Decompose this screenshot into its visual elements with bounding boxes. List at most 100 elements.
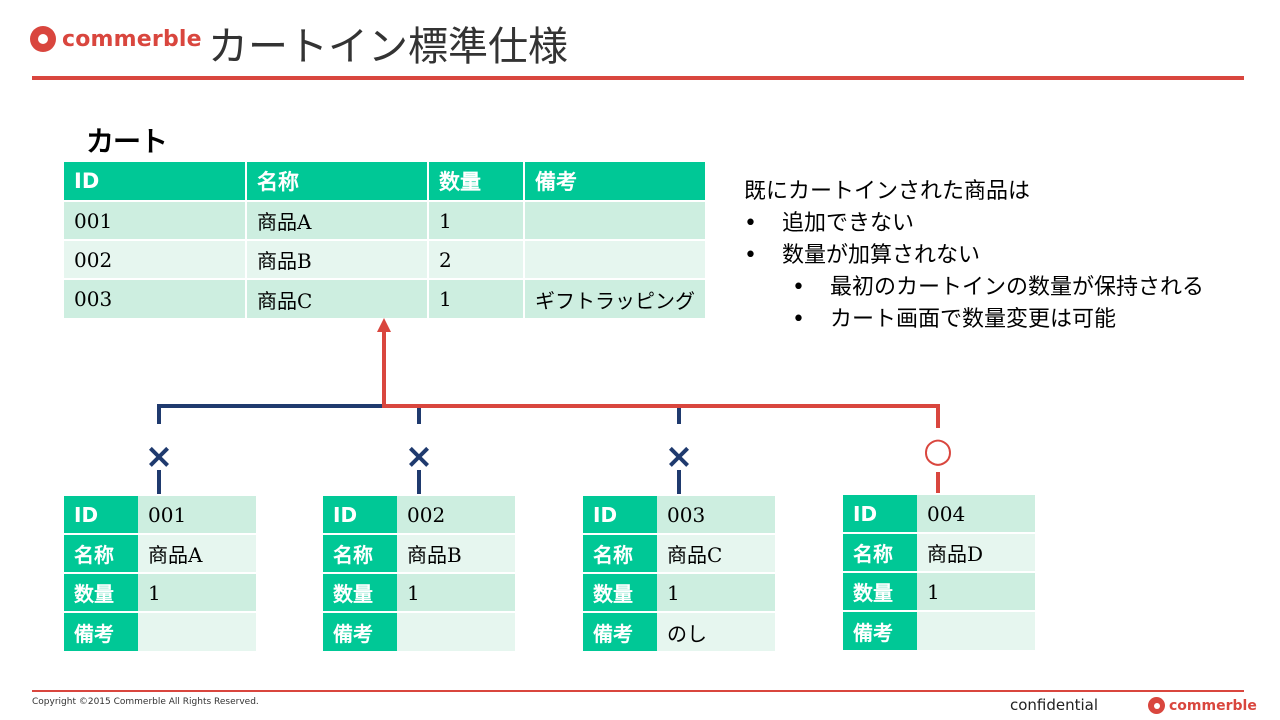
- field-value: [917, 610, 1035, 650]
- field-value: [138, 611, 256, 651]
- cart-cell: 1: [428, 200, 525, 240]
- field-value: のし: [657, 611, 775, 651]
- bullet-icon: •: [792, 275, 805, 300]
- note-subitem: • カート画面で数量変更は可能: [744, 304, 1204, 336]
- field-value: 1: [657, 572, 775, 612]
- table-row: 名称商品C: [583, 533, 775, 573]
- footer-brand-logo: commerble: [1148, 697, 1257, 714]
- cart-col-name: 名称: [246, 162, 429, 201]
- cart-cell: 001: [64, 200, 247, 240]
- table-row: 001 商品A 1: [64, 200, 707, 240]
- field-label: 備考: [64, 611, 138, 651]
- field-value: 商品C: [657, 533, 775, 573]
- field-label: 数量: [323, 572, 397, 612]
- field-value: 003: [657, 494, 775, 534]
- bullet-icon: •: [744, 211, 757, 236]
- field-label: ID: [843, 493, 917, 533]
- cart-cell: 003: [64, 278, 247, 318]
- confidential-label: confidential: [1010, 696, 1099, 714]
- accept-connector: [382, 328, 940, 428]
- reject-connector: [157, 404, 384, 424]
- field-label: ID: [323, 494, 397, 534]
- arrow-up-icon: [377, 318, 391, 332]
- field-value: [397, 611, 515, 651]
- table-row: 名称商品A: [64, 533, 256, 573]
- field-value: 商品D: [917, 532, 1035, 572]
- field-label: ID: [64, 494, 138, 534]
- note-item: • 追加できない: [744, 208, 1204, 240]
- cart-cell: 1: [428, 278, 525, 318]
- table-row: 名称商品D: [843, 532, 1035, 572]
- cart-label: カート: [86, 125, 168, 158]
- cart-cell: 2: [428, 239, 525, 279]
- note-text: 最初のカートインの数量が保持される: [830, 275, 1205, 300]
- cart-cell: 商品A: [246, 200, 429, 240]
- brand-name: commerble: [62, 26, 202, 52]
- cart-cell: 002: [64, 239, 247, 279]
- field-label: 数量: [843, 571, 917, 611]
- field-value: 002: [397, 494, 515, 534]
- table-row: 備考: [64, 611, 256, 651]
- notes-heading: 既にカートインされた商品は: [744, 179, 1031, 204]
- note-subitem: • 最初のカートインの数量が保持される: [744, 272, 1204, 304]
- field-label: 備考: [583, 611, 657, 651]
- field-label: 数量: [64, 572, 138, 612]
- copyright-text: Copyright ©2015 Commerble All Rights Res…: [32, 697, 259, 707]
- field-label: 備考: [843, 610, 917, 650]
- note-text: カート画面で数量変更は可能: [830, 307, 1117, 332]
- field-value: 1: [397, 572, 515, 612]
- cart-cell: 商品B: [246, 239, 429, 279]
- cart-cell: ギフトラッピング: [524, 278, 707, 318]
- field-label: 名称: [323, 533, 397, 573]
- cart-cell: [524, 200, 707, 240]
- reject-mark-icon: ×: [665, 437, 694, 477]
- field-value: 001: [138, 494, 256, 534]
- cart-col-id: ID: [64, 162, 247, 201]
- field-value: 1: [917, 571, 1035, 611]
- bullet-icon: •: [744, 243, 757, 268]
- reject-mark-icon: ×: [145, 437, 174, 477]
- field-value: 商品B: [397, 533, 515, 573]
- spec-notes: 既にカートインされた商品は • 追加できない • 数量が加算されない • 最初の…: [744, 176, 1204, 336]
- cart-cell: [524, 239, 707, 279]
- title-divider: [32, 76, 1244, 80]
- cart-header-row: ID 名称 数量 備考: [64, 162, 707, 201]
- reject-mark-icon: ×: [405, 437, 434, 477]
- table-row: 備考のし: [583, 611, 775, 651]
- field-label: 名称: [583, 533, 657, 573]
- table-row: 002 商品B 2: [64, 239, 707, 279]
- field-label: 名称: [843, 532, 917, 572]
- table-row: 003 商品C 1 ギフトラッピング: [64, 278, 707, 318]
- field-label: 名称: [64, 533, 138, 573]
- table-row: 備考: [323, 611, 515, 651]
- field-label: ID: [583, 494, 657, 534]
- commerble-logo-icon: [1148, 697, 1165, 714]
- cart-col-note: 備考: [524, 162, 707, 201]
- note-text: 数量が加算されない: [782, 243, 981, 268]
- note-item: • 数量が加算されない: [744, 240, 1204, 272]
- field-label: 備考: [323, 611, 397, 651]
- table-row: 備考: [843, 610, 1035, 650]
- bullet-icon: •: [792, 307, 805, 332]
- footer-divider: [32, 690, 1244, 692]
- field-value: 004: [917, 493, 1035, 533]
- commerble-logo-icon: [30, 26, 56, 52]
- footer-brand-name: commerble: [1169, 697, 1257, 714]
- accept-mark-icon: ○: [923, 431, 953, 471]
- cart-cell: 商品C: [246, 278, 429, 318]
- table-row: 名称商品B: [323, 533, 515, 573]
- field-label: 数量: [583, 572, 657, 612]
- brand-logo: commerble: [30, 26, 202, 52]
